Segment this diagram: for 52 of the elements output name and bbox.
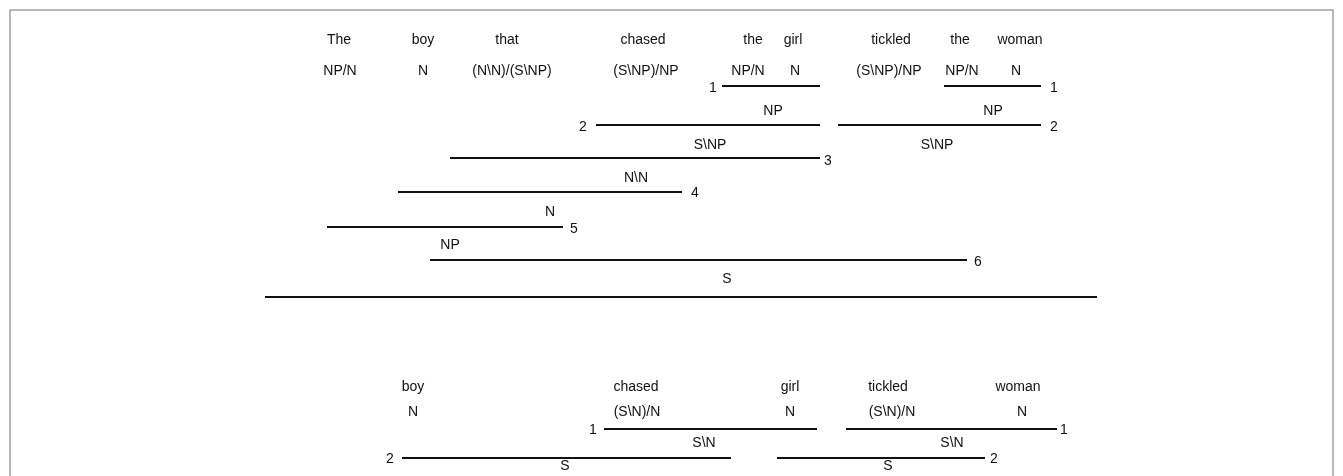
word: boy — [401, 379, 425, 395]
word: girl — [783, 32, 803, 48]
category-label: (S\N)/N — [613, 404, 661, 420]
word: The — [326, 32, 352, 48]
word: that — [495, 32, 519, 48]
category-label: NP — [983, 103, 1003, 119]
step-number: 2 — [386, 451, 394, 467]
word: woman — [997, 32, 1043, 48]
category-label: S\NP — [920, 137, 954, 153]
category-label: (S\N)/N — [868, 404, 916, 420]
word: the — [743, 32, 763, 48]
step-number: 1 — [589, 422, 597, 438]
word: tickled — [871, 32, 911, 48]
category-label: N\N — [623, 170, 649, 186]
word: woman — [995, 379, 1041, 395]
category-label: N — [407, 404, 419, 420]
category-label: (S\NP)/NP — [856, 63, 922, 79]
category-label: NP — [440, 237, 460, 253]
step-number: 1 — [709, 80, 717, 96]
step-number: 5 — [570, 221, 578, 237]
category-label: S — [560, 458, 570, 474]
word: tickled — [868, 379, 908, 395]
category-label: S — [883, 458, 893, 474]
step-number: 2 — [579, 119, 587, 135]
word: girl — [780, 379, 800, 395]
step-number: 1 — [1060, 422, 1068, 438]
step-number: 3 — [824, 153, 832, 169]
category-label: N — [544, 204, 556, 220]
category-label: NP/N — [945, 63, 979, 79]
category-label: N — [417, 63, 429, 79]
word: the — [950, 32, 970, 48]
step-number: 4 — [691, 185, 699, 201]
category-label: N — [1016, 404, 1028, 420]
category-label: NP/N — [323, 63, 357, 79]
step-number: 1 — [1050, 80, 1058, 96]
category-label: NP — [763, 103, 783, 119]
word: chased — [613, 379, 659, 395]
step-number: 2 — [990, 451, 998, 467]
step-number: 6 — [974, 254, 982, 270]
category-label: N — [789, 63, 801, 79]
category-label: S\N — [692, 435, 716, 451]
category-label: N — [784, 404, 796, 420]
category-label: S\N — [940, 435, 964, 451]
step-number: 2 — [1050, 119, 1058, 135]
category-label: (N\N)/(S\NP) — [472, 63, 552, 79]
category-label: NP/N — [731, 63, 765, 79]
word: boy — [411, 32, 435, 48]
category-label: S — [722, 271, 732, 287]
category-label: N — [1010, 63, 1022, 79]
category-label: (S\NP)/NP — [613, 63, 679, 79]
word: chased — [620, 32, 666, 48]
category-label: S\NP — [693, 137, 727, 153]
